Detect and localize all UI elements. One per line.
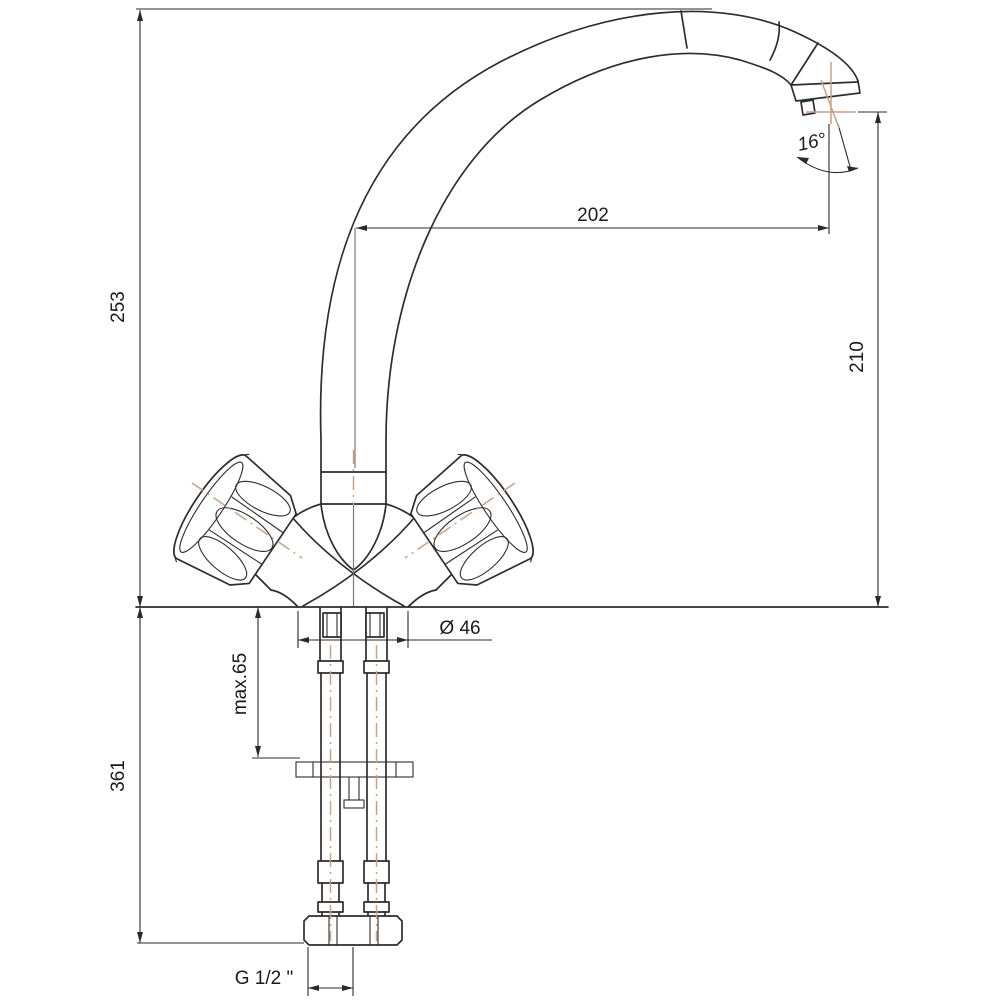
body-sweep-right [302, 516, 416, 607]
dim-label-361: 361 [108, 760, 129, 792]
body-lobe-left [320, 503, 355, 571]
spout-inner-curve [385, 52, 792, 441]
body-sweep-left [291, 516, 405, 607]
foot-curve-left [270, 589, 299, 608]
hex-connection-nut [303, 915, 403, 946]
outlet-spray-axis [820, 79, 840, 129]
dim-label-angle: 16° [796, 129, 829, 156]
knob-facet-line [208, 529, 263, 565]
knob-dimple [459, 536, 509, 581]
knob-dimple [215, 507, 274, 552]
shank-nut [365, 612, 385, 638]
right-handle-knob [409, 453, 534, 586]
knob-face [463, 461, 528, 553]
knob-dimple [235, 480, 291, 517]
spout-outer-curve [319, 10, 859, 441]
knob-silhouette [409, 454, 534, 586]
handle-axis-right [404, 482, 516, 559]
centerlines [191, 450, 516, 941]
bracket-stud-nut [343, 799, 365, 809]
knob-facet-line [231, 496, 284, 534]
mounting-bracket [295, 761, 414, 809]
knob-facet-line [444, 529, 499, 565]
knob-dimple [433, 507, 492, 552]
dim-label-210: 210 [847, 341, 868, 373]
dim-label-253: 253 [108, 291, 129, 323]
bracket-bar [295, 761, 414, 778]
knob-silhouette [173, 454, 298, 586]
spout-head-joint [790, 42, 819, 86]
knob-face [179, 461, 244, 553]
faucet-outline [247, 10, 861, 608]
dim-label-thread: G 1/2 " [235, 968, 294, 989]
foot-curve-right [407, 589, 437, 608]
knob-facet-line [423, 496, 476, 534]
spout-joint-1 [680, 10, 688, 49]
left-handle-knob [173, 453, 298, 586]
aerator-top-edge [790, 81, 858, 86]
knob-dimple [416, 480, 472, 517]
dim-label-max65: max.65 [230, 653, 251, 715]
handle-axis-left [191, 482, 303, 559]
body-lobe-right [352, 503, 387, 571]
outlet-centerlines [806, 62, 856, 129]
dimension-lines [135, 8, 889, 996]
shank-nut [322, 612, 342, 638]
dim-label-d46: Ø 46 [439, 618, 480, 639]
knob-dimple [198, 536, 248, 581]
spout-joint-2 [769, 21, 781, 61]
dim-label-202: 202 [577, 205, 609, 226]
angle-ref-line [837, 123, 852, 171]
